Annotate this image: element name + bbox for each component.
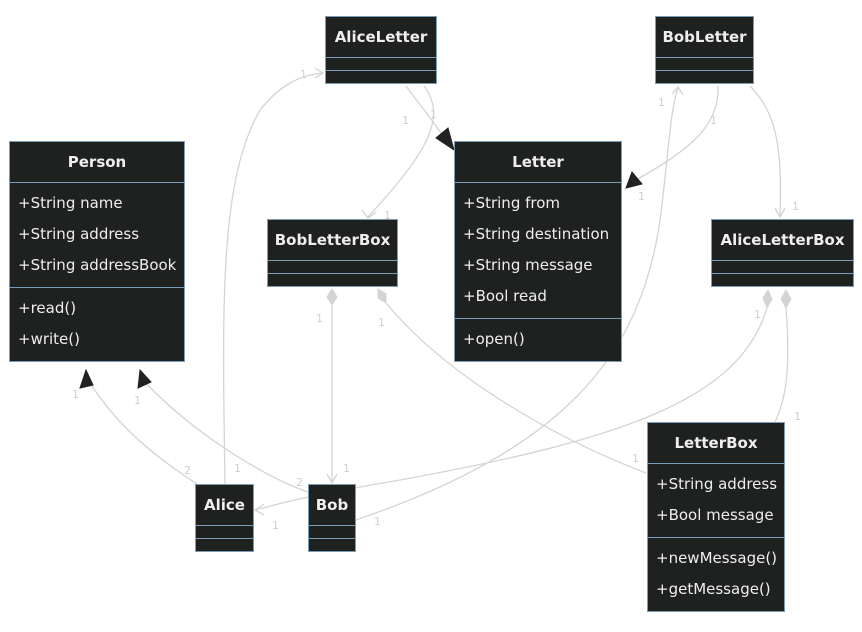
arrowhead-inheritance (137, 368, 152, 389)
multiplicity-label: 1 (272, 519, 279, 532)
attribute: +String message (463, 256, 593, 274)
class-name: LetterBox (648, 423, 784, 464)
attributes-section (326, 58, 436, 71)
class-name: Letter (455, 142, 621, 183)
methods-section (196, 539, 253, 551)
methods-section: +open() (455, 319, 621, 361)
class-name: Bob (309, 485, 355, 526)
class-name: BobLetter (656, 17, 753, 58)
attribute: +String address (18, 225, 140, 243)
attributes-section (309, 526, 355, 539)
attributes-section (712, 261, 853, 274)
multiplicity-label: 1 (402, 114, 409, 127)
attribute: +String address (656, 475, 778, 493)
multiplicity-label: 1 (72, 388, 79, 401)
multiplicity-label: 1 (754, 308, 761, 321)
arrowhead-association (361, 209, 377, 219)
class-alice[interactable]: Alice (195, 484, 254, 552)
multiplicity-label: 1 (234, 462, 241, 475)
class-aliceletter[interactable]: AliceLetter (325, 16, 437, 84)
methods-section (326, 71, 436, 83)
multiplicity-label: 1 (632, 452, 639, 465)
attribute: +String from (463, 194, 561, 212)
class-aliceletterbox[interactable]: AliceLetterBox (711, 219, 854, 287)
multiplicity-label: 2 (296, 476, 303, 489)
methods-section (268, 274, 397, 286)
attribute: +String addressBook (18, 256, 177, 274)
class-bobletter[interactable]: BobLetter (655, 16, 754, 84)
multiplicity-label: 2 (184, 464, 191, 477)
attribute: +Bool message (656, 506, 774, 524)
class-name: Person (10, 142, 184, 183)
multiplicity-label: 1 (638, 190, 645, 203)
attributes-section: +String name +String address +String add… (10, 183, 184, 288)
class-person[interactable]: Person +String name +String address +Str… (9, 141, 185, 362)
arrowhead-association (671, 85, 684, 96)
edge-aliceletterbox-letterbox (774, 307, 789, 423)
arrowhead-association (314, 67, 325, 79)
class-name: AliceLetter (326, 17, 436, 58)
attributes-section: +String from +String destination +String… (455, 183, 621, 319)
multiplicity-label: 1 (134, 394, 141, 407)
composition-diamond (326, 288, 338, 306)
attributes-section: +String address +Bool message (648, 464, 784, 538)
attributes-section (196, 526, 253, 539)
method: +open() (463, 330, 525, 348)
arrowhead-association (774, 207, 786, 219)
attributes-section (656, 58, 753, 71)
methods-section (712, 274, 853, 286)
edge-bob-bobletter (355, 87, 679, 521)
method: +getMessage() (656, 580, 771, 598)
arrowhead-association (253, 503, 265, 516)
multiplicity-label: 1 (794, 410, 801, 423)
class-name: Alice (196, 485, 253, 526)
multiplicity-label: 1 (710, 114, 717, 127)
class-boblettertbox[interactable]: BobLetterBox (267, 219, 398, 287)
methods-section: +read() +write() (10, 288, 184, 361)
multiplicity-label: 1 (316, 312, 323, 325)
multiplicity-label: 1 (658, 96, 665, 109)
edge-bob-person (145, 382, 309, 493)
edge-alice-aliceletter (222, 72, 324, 485)
method: +read() (18, 299, 77, 317)
methods-section: +newMessage() +getMessage() (648, 538, 784, 611)
class-letterbox[interactable]: LetterBox +String address +Bool message … (647, 422, 785, 612)
class-name: BobLetterBox (268, 220, 397, 261)
method: +newMessage() (656, 549, 778, 567)
arrowhead-association (326, 473, 338, 485)
attribute: +String name (18, 194, 123, 212)
multiplicity-label: 1 (792, 200, 799, 213)
multiplicity-label: 1 (343, 462, 350, 475)
multiplicity-label: 1 (374, 515, 381, 528)
methods-section (656, 71, 753, 83)
attribute: +Bool read (463, 287, 547, 305)
methods-section (309, 539, 355, 551)
edge-bobletter-letter (635, 85, 719, 181)
multiplicity-label: 1 (384, 209, 391, 222)
composition-diamond (377, 288, 387, 304)
method: +write() (18, 330, 80, 348)
edge-aliceletter-letter (405, 85, 447, 141)
arrowhead-inheritance (79, 368, 94, 389)
edge-aliceletter-boblettertbox (367, 85, 435, 218)
attributes-section (268, 261, 397, 274)
edge-bobletter-aliceletterbox (749, 85, 782, 217)
composition-diamond (762, 288, 773, 310)
multiplicity-label: 1 (300, 68, 307, 81)
class-letter[interactable]: Letter +String from +String destination … (454, 141, 622, 362)
class-name: AliceLetterBox (712, 220, 853, 261)
edge-aliceletterbox-alice (255, 307, 768, 511)
edge-alice-person (89, 382, 201, 487)
multiplicity-label: 1 (378, 316, 385, 329)
multiplicity-label: 1 (430, 108, 437, 121)
attribute: +String destination (463, 225, 610, 243)
edge-boblettertbox-letterbox (385, 302, 647, 474)
arrowhead-inheritance (625, 171, 643, 189)
composition-diamond (780, 288, 792, 310)
arrowhead-inheritance (435, 127, 455, 152)
class-bob[interactable]: Bob (308, 484, 356, 552)
